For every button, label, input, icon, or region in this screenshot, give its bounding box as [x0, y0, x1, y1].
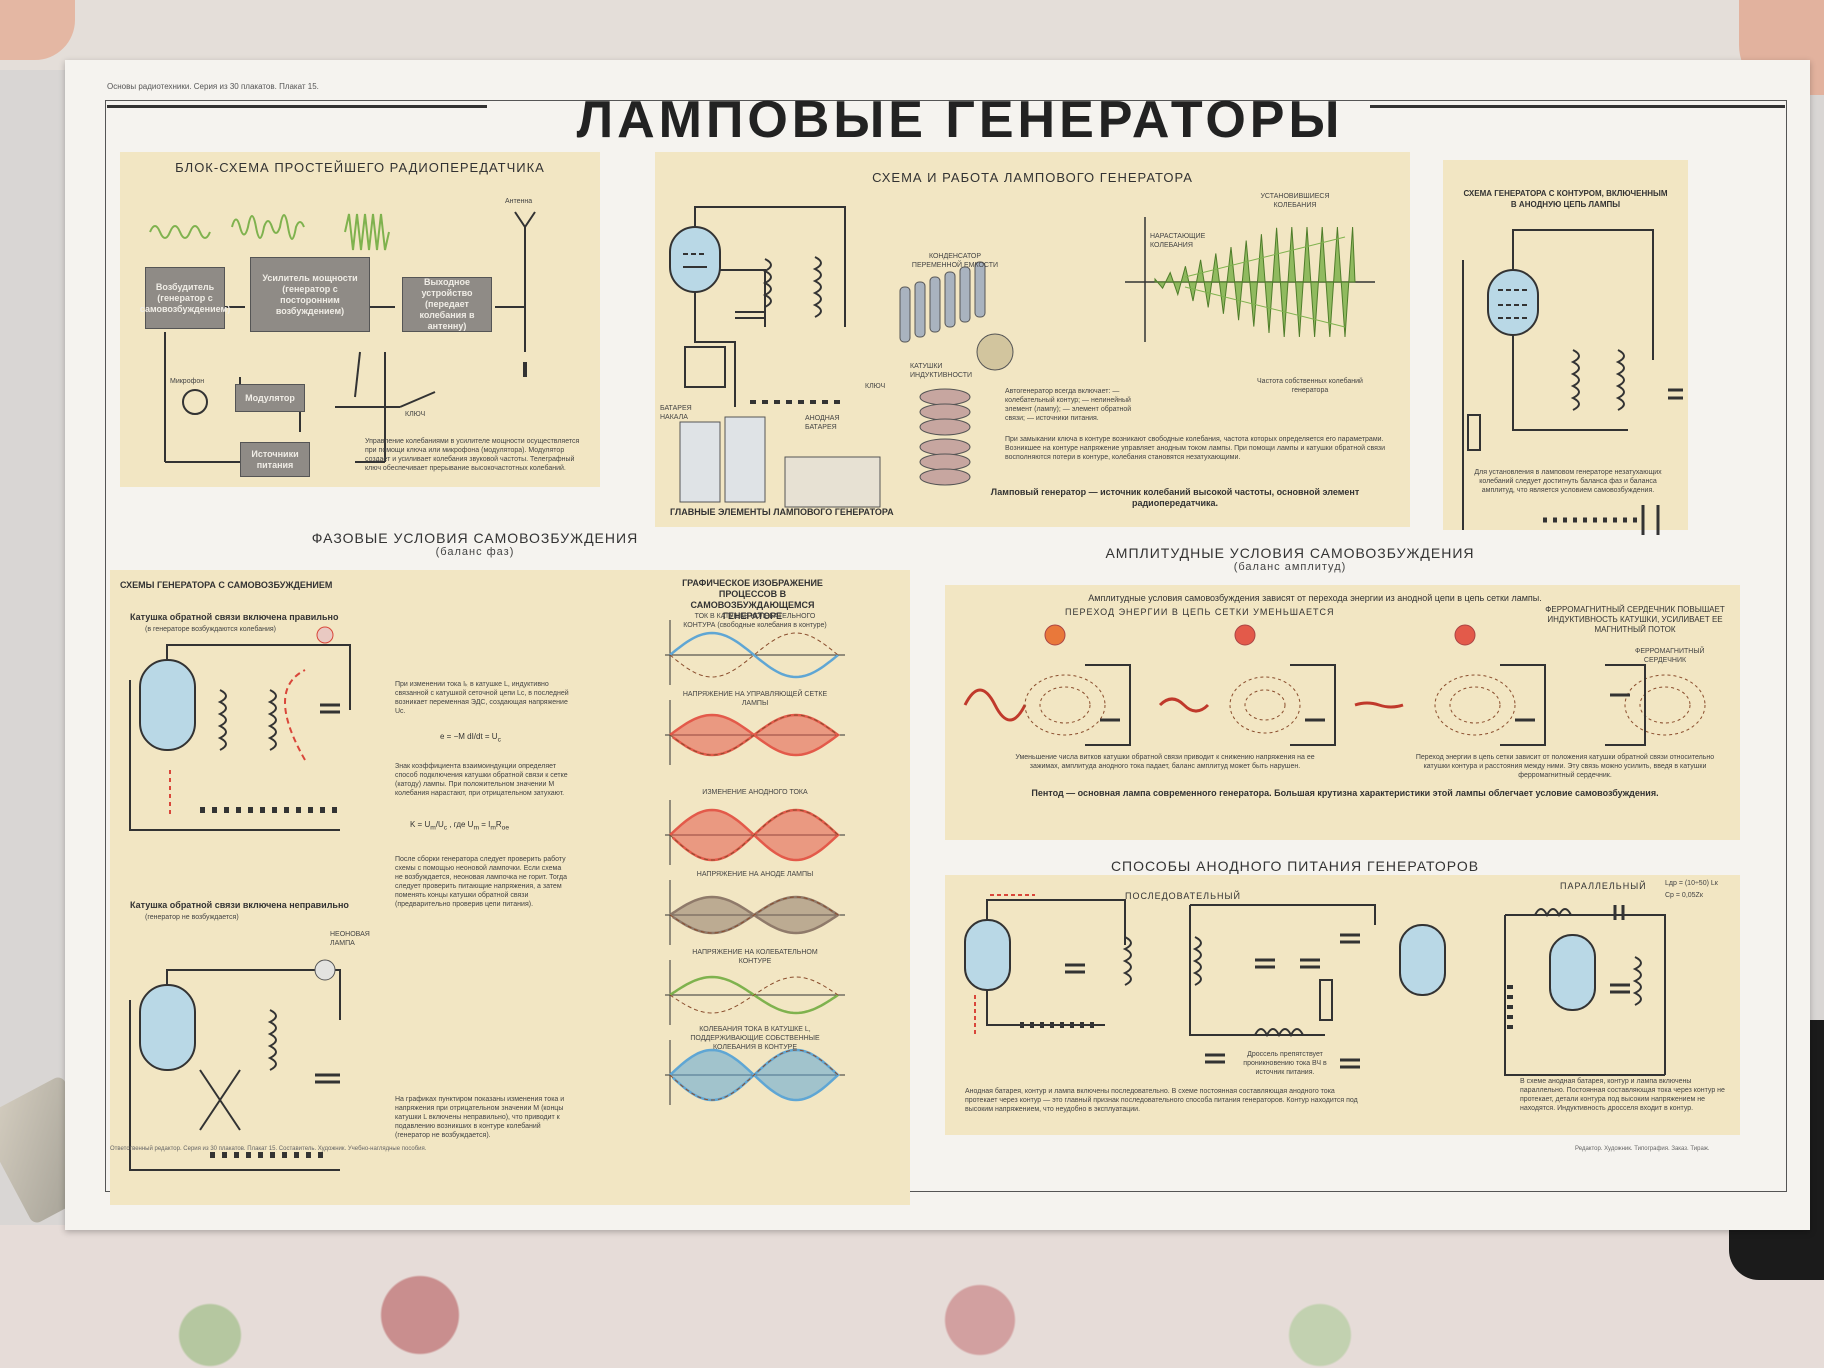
phase-text-2: Знак коэффициента взаимоиндукции определ… — [395, 763, 568, 797]
parallel-label: ПАРАЛЛЕЛЬНЫЙ — [1560, 881, 1647, 891]
amplitude-drawing — [963, 624, 1706, 746]
amplitude-subtitle: (баланс амплитуд) — [1233, 561, 1347, 573]
includes-list: Автогенератор всегда включает: — колебат… — [1005, 388, 1132, 422]
tabletop-top — [0, 0, 1824, 70]
graphs-title: ГРАФИЧЕСКОЕ ИЗОБРАЖЕНИЕ ПРОЦЕССОВ В САМО… — [682, 578, 823, 621]
graph-dashed-6 — [669, 1049, 839, 1101]
key-label: КЛЮЧ — [405, 411, 426, 418]
anode-circuit-title: СХЕМА ГЕНЕРАТОРА С КОНТУРОМ, ВКЛЮЧЕННЫМ … — [1463, 189, 1668, 209]
graph1-label: ТОК В КАТУШКЕ КОЛЕБАТЕЛЬНОГО КОНТУРА (св… — [683, 613, 827, 629]
anode-circuit-note: Для установления в ламповом генераторе н… — [1474, 469, 1662, 494]
neon-lamp-label: НЕОНОВАЯ ЛАМПА — [330, 931, 370, 947]
core-label: ФЕРРОМАГНИТНЫЙ СЕРДЕЧНИК — [1635, 648, 1705, 664]
gen-key-label: КЛЮЧ — [865, 383, 886, 390]
phase-section-title: ФАЗОВЫЕ УСЛОВИЯ САМОВОЗБУЖДЕНИЯ (баланс … — [275, 530, 675, 558]
page-title: ЛАМПОВЫЕ ГЕНЕРАТОРЫ — [576, 91, 1344, 149]
amplitude-summary: Пентод — основная лампа современного ген… — [1031, 788, 1659, 798]
poster: Основы радиотехники. Серия из 30 плакато… — [65, 60, 1810, 1230]
amplifier-block: Усилитель мощности (генератор с посторон… — [250, 257, 370, 332]
serial-label: ПОСЛЕДОВАТЕЛЬНЫЙ — [1125, 891, 1241, 901]
graph-dashed-4 — [669, 896, 839, 934]
formula-cap: Cр = 0,05Zк — [1665, 892, 1703, 899]
correct-caption: Катушка обратной связи включена правильн… — [130, 612, 339, 622]
coefficient-formula: K = Um/Uc , где Um = ImRoe — [410, 820, 510, 832]
graph3-label: ИЗМЕНЕНИЕ АНОДНОГО ТОКА — [702, 789, 808, 796]
block-diagram-drawing — [149, 211, 536, 463]
freq-note: Частота собственных колебаний генератора — [1257, 378, 1363, 394]
graph-dashed-3 — [669, 809, 839, 861]
amplitude-panel: Амплитудные условия самовозбуждения зави… — [945, 585, 1740, 840]
correct-subcaption: (в генераторе возбуждаются колебания) — [145, 626, 276, 633]
rising-label: НАРАСТАЮЩИЕ КОЛЕБАНИЯ — [1150, 233, 1206, 249]
choke-note: Дроссель препятствует проникновению тока… — [1243, 1051, 1327, 1076]
phase-panel: СХЕМЫ ГЕНЕРАТОРА С САМОВОЗБУЖДЕНИЕМ Кату… — [110, 570, 910, 1205]
poster-frame — [105, 100, 1787, 1192]
anode-circuit-drawing — [1462, 229, 1683, 535]
phase-graphs-drawing — [665, 620, 845, 1105]
output-block: Выходное устройство (передает колебания … — [402, 277, 492, 332]
amplitude-intro: Амплитудные условия самовозбуждения зави… — [1088, 593, 1542, 603]
graph2-label: НАПРЯЖЕНИЕ НА УПРАВЛЯЮЩЕЙ СЕТКЕ ЛАМПЫ — [682, 691, 828, 707]
amplitude-note-1: Уменьшение числа витков катушки обратной… — [1015, 754, 1315, 770]
filament-battery-label: БАТАРЕЯ НАКАЛА — [660, 405, 692, 421]
wrong-subcaption: (генератор не возбуждается) — [145, 914, 239, 921]
power-supply-block: Источники питания — [240, 442, 310, 477]
block-diagram-note: Управление колебаниями в усилителе мощно… — [365, 438, 580, 472]
parallel-note: В схеме анодная батарея, контур и лампа … — [1520, 1078, 1725, 1112]
formula-choke: Lдр = (10÷50) Lк — [1665, 880, 1718, 887]
title-rule-left — [107, 105, 487, 108]
microphone-label: Микрофон — [170, 378, 205, 385]
coils-label: КАТУШКИ ИНДУКТИВНОСТИ — [910, 363, 973, 379]
antenna-label: Антенна — [505, 198, 533, 205]
amplitude-decreasing: ПЕРЕХОД ЭНЕРГИИ В ЦЕПЬ СЕТКИ УМЕНЬШАЕТСЯ — [1065, 607, 1335, 617]
block-diagram-title: БЛОК-СХЕМА ПРОСТЕЙШЕГО РАДИОПЕРЕДАТЧИКА — [175, 160, 545, 175]
amplitude-title: АМПЛИТУДНЫЕ УСЛОВИЯ САМОВОЗБУЖДЕНИЯ — [1105, 545, 1475, 561]
schemes-title: СХЕМЫ ГЕНЕРАТОРА С САМОВОЗБУЖДЕНИЕМ — [120, 580, 333, 590]
supply-drawing — [964, 894, 1666, 1076]
modulator-block: Модулятор — [235, 384, 305, 412]
floral-tablecloth — [0, 1225, 1824, 1368]
footer-right: Редактор. Художник. Типография. Заказ. Т… — [1575, 1146, 1710, 1152]
graph5-label: НАПРЯЖЕНИЕ НА КОЛЕБАТЕЛЬНОМ КОНТУРЕ — [692, 949, 818, 965]
serial-note: Анодная батарея, контур и лампа включены… — [965, 1088, 1358, 1113]
block-diagram-panel: БЛОК-СХЕМА ПРОСТЕЙШЕГО РАДИОПЕРЕДАТЧИКА … — [120, 152, 600, 487]
footer-left: Ответственный редактор. Серия из 30 плак… — [110, 1146, 427, 1152]
generator-panel: СХЕМА И РАБОТА ЛАМПОВОГО ГЕНЕРАТОРА — [655, 152, 1410, 527]
amplitude-note-2: Переход энергии в цепь сетки зависит от … — [1415, 754, 1715, 779]
anode-battery-label: АНОДНАЯ БАТАРЕЯ — [805, 415, 840, 431]
supply-title: СПОСОБЫ АНОДНОГО ПИТАНИЯ ГЕНЕРАТОРОВ — [1110, 858, 1480, 874]
exciter-block: Возбудитель (генератор с самовозбуждение… — [140, 267, 230, 329]
emf-formula: e = −M dI/dt = Uc — [440, 732, 501, 744]
phase-title: ФАЗОВЫЕ УСЛОВИЯ САМОВОЗБУЖДЕНИЯ — [311, 530, 639, 546]
elements-caption: ГЛАВНЫЕ ЭЛЕМЕНТЫ ЛАМПОВОГО ГЕНЕРАТОРА — [670, 507, 894, 517]
phase-text-4: На графиках пунктиром показаны изменения… — [395, 1096, 565, 1139]
graph6-label: КОЛЕБАНИЯ ТОКА В КАТУШКЕ L, ПОДДЕРЖИВАЮЩ… — [690, 1026, 820, 1051]
generator-description: При замыкании ключа в контуре возникают … — [1005, 436, 1386, 461]
generator-title: СХЕМА И РАБОТА ЛАМПОВОГО ГЕНЕРАТОРА — [872, 170, 1193, 185]
graph-wave-1 — [669, 631, 839, 679]
supply-panel: ПОСЛЕДОВАТЕЛЬНЫЙ ПАРАЛЛЕЛЬНЫЙ Lдр = (10÷… — [945, 875, 1740, 1135]
wrong-caption: Катушка обратной связи включена неправил… — [130, 900, 349, 910]
amplitude-section-title: АМПЛИТУДНЫЕ УСЛОВИЯ САМОВОЗБУЖДЕНИЯ (бал… — [1065, 545, 1515, 573]
anode-circuit-panel: СХЕМА ГЕНЕРАТОРА С КОНТУРОМ, ВКЛЮЧЕННЫМ … — [1443, 160, 1688, 535]
phase-subtitle: (баланс фаз) — [435, 546, 515, 558]
generator-summary: Ламповый генератор — источник колебаний … — [990, 487, 1360, 508]
graph4-label: НАПРЯЖЕНИЕ НА АНОДЕ ЛАМПЫ — [696, 871, 814, 878]
graph-dashed-2 — [669, 714, 839, 756]
generator-drawing — [669, 206, 1375, 508]
steady-label: УСТАНОВИВШИЕСЯ КОЛЕБАНИЯ — [1260, 193, 1330, 209]
variable-capacitor-label: КОНДЕНСАТОР ПЕРЕМЕННОЙ ЕМКОСТИ — [911, 253, 999, 269]
title-rule-right — [1370, 105, 1785, 108]
phase-schemes-drawing — [129, 626, 351, 1171]
phase-text-1: При изменении тока Iₖ в катушке L, индук… — [395, 681, 569, 715]
series-caption: Основы радиотехники. Серия из 30 плакато… — [107, 82, 319, 91]
graph-dashed-5 — [669, 976, 839, 1014]
core-caption: ФЕРРОМАГНИТНЫЙ СЕРДЕЧНИК ПОВЫШАЕТ ИНДУКТ… — [1545, 605, 1725, 634]
phase-text-3: После сборки генератора следует проверит… — [395, 856, 568, 908]
